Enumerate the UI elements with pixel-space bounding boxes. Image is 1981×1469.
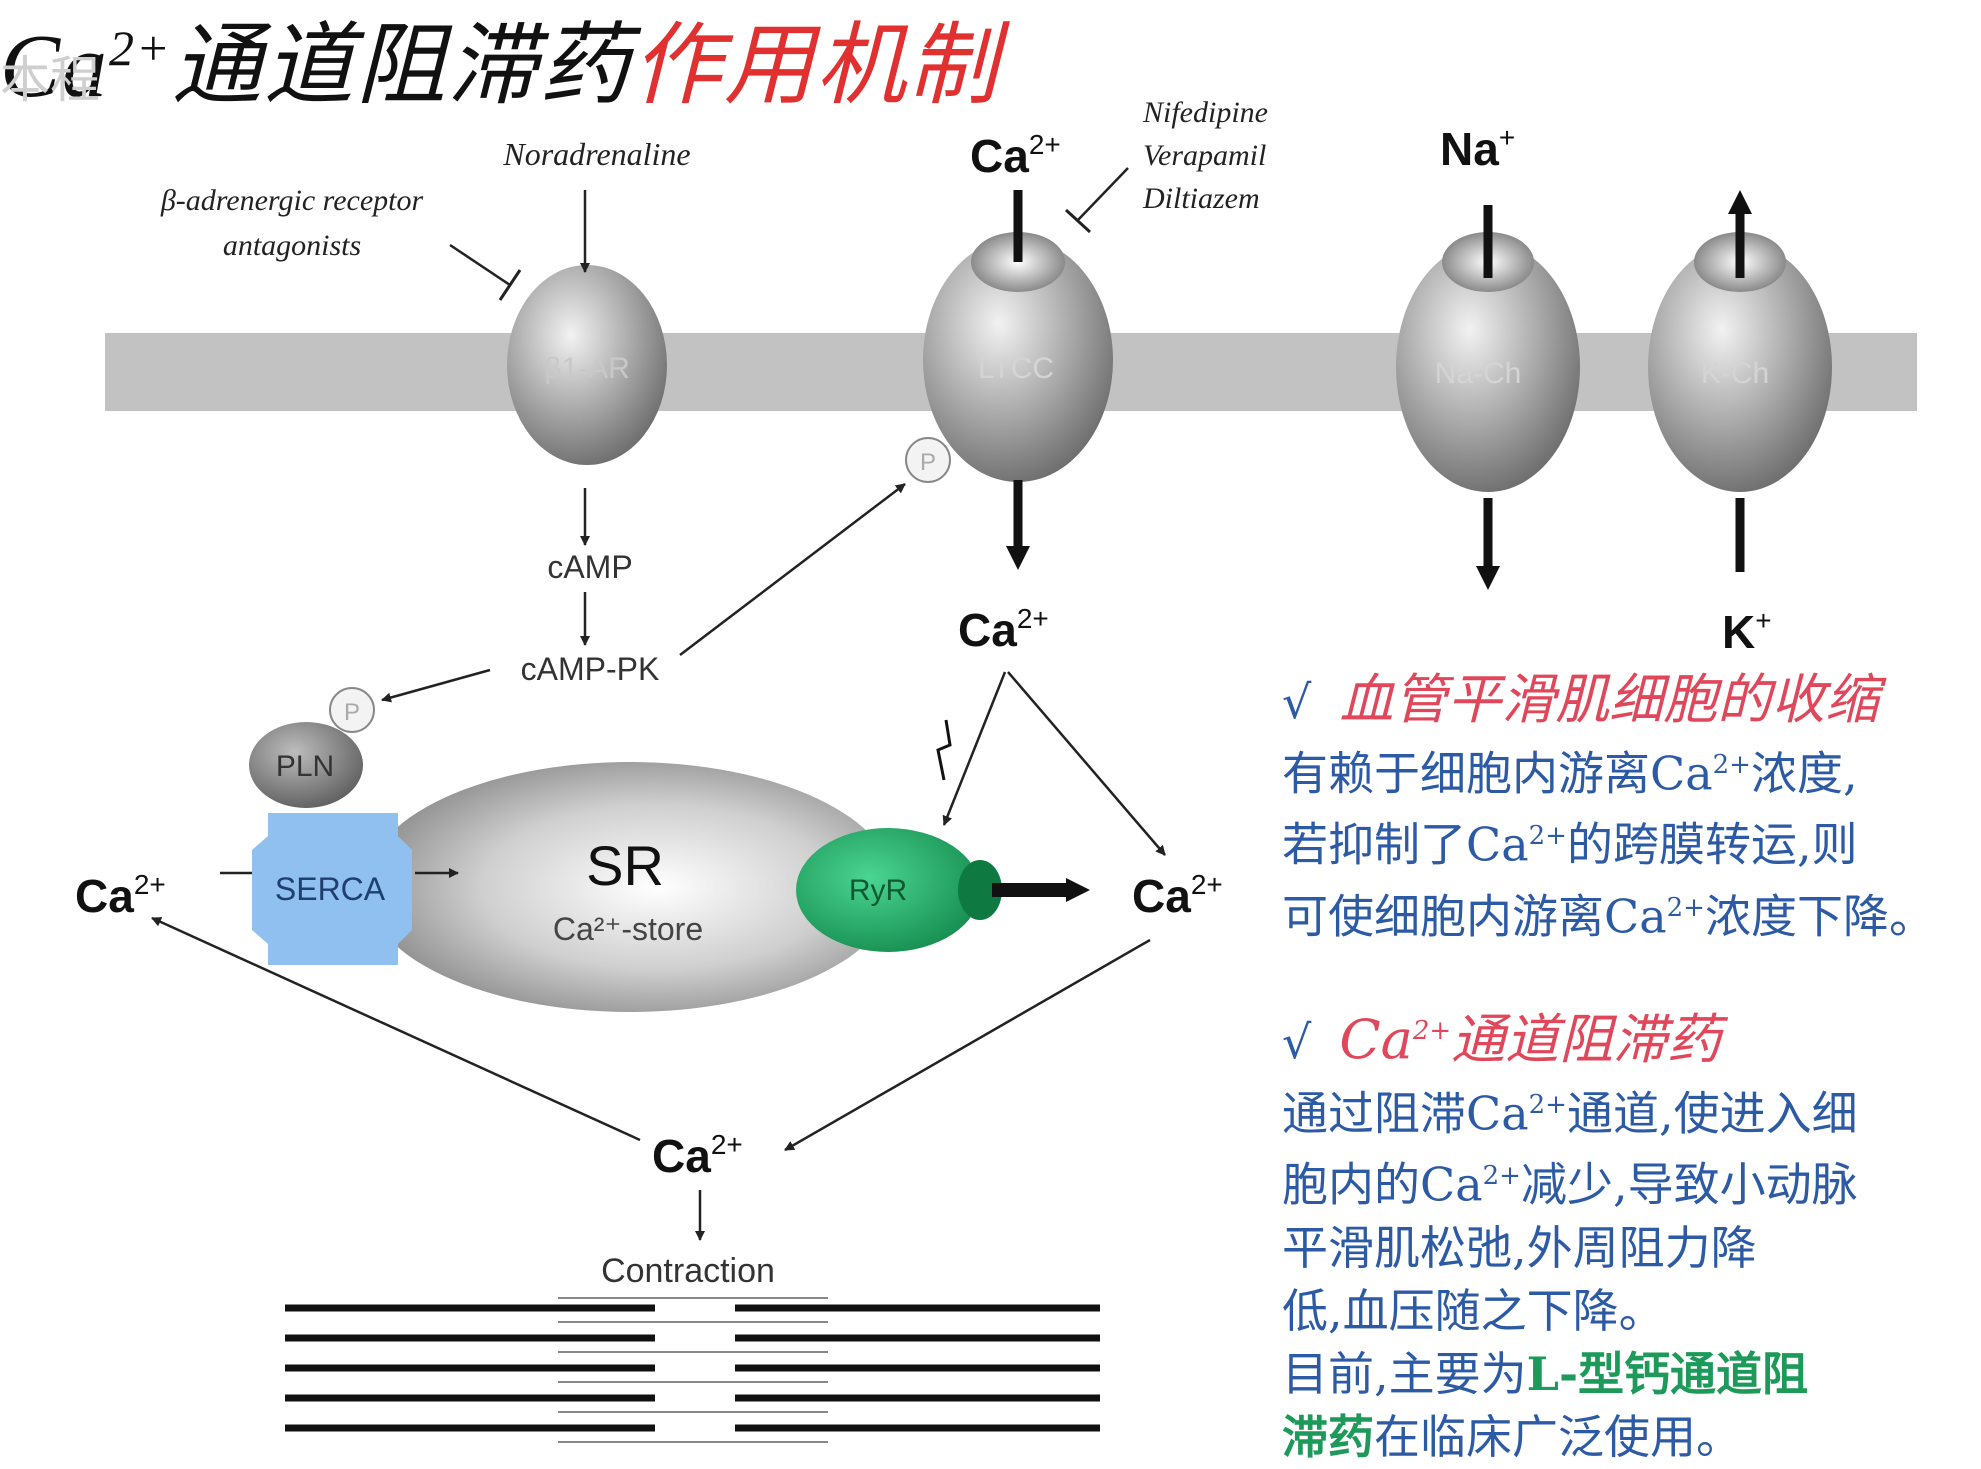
- lightning-bolt: [936, 719, 952, 781]
- para3-line2: 滞药在临床广泛使用。: [1282, 1409, 1742, 1464]
- explanation-block-2: √Ca2+通道阻滞药 通过阻滞Ca2+通道,使进入细 胞内的Ca2+减少,导致小…: [1282, 1000, 1972, 1469]
- beta-antagonists-label-line2: antagonists: [223, 229, 361, 262]
- ltcc-label: LTCC: [978, 352, 1054, 385]
- watermark-text: 本程: [0, 51, 100, 109]
- explanation-heading-1: √ 血管平滑肌细胞的收缩: [1282, 668, 1972, 734]
- watermark-logo: 本程: [0, 40, 140, 120]
- beta-antagonist-inhibit-line: [449, 243, 511, 287]
- pln-phosphate-label: P: [344, 699, 360, 726]
- check-mark: √: [1282, 675, 1312, 729]
- k-ion: K+: [1722, 605, 1772, 658]
- drug-inhibit-line: [1077, 167, 1129, 221]
- para2-line1: 通过阻滞Ca2+通道,使进入细: [1282, 1086, 1858, 1141]
- serca-pump: SERCA: [252, 813, 412, 965]
- pk-to-pln-arrow: [381, 668, 491, 703]
- contraction-label: Contraction: [601, 1252, 775, 1290]
- ryr-pore: [958, 860, 1002, 920]
- to-contractile-ca-arrow: [784, 938, 1151, 1152]
- title-ca-charge: 2+: [109, 20, 172, 76]
- beta-antagonist-inhibit-bar: [498, 269, 522, 301]
- ryr-label: RyR: [849, 874, 907, 907]
- cytosolic-ca-ion: Ca2+: [958, 603, 1049, 656]
- ltcc-ca-ion: Ca2+: [970, 129, 1061, 182]
- title-drug-class: 通道阻滞药: [171, 17, 632, 116]
- na-ion: Na+: [1440, 122, 1515, 175]
- beta-antagonists-label-line1: β-adrenergic receptor: [160, 184, 424, 217]
- ca-to-release-ca-arrow: [1007, 671, 1166, 856]
- pln-phosphate: P: [329, 687, 375, 733]
- para3-line1: 目前,主要为L-型钙通道阻: [1282, 1346, 1809, 1401]
- beta1-receptor: β1-AR: [507, 265, 667, 465]
- drug-nifedipine: Nifedipine: [1142, 96, 1268, 129]
- page-title: Ca2+通道阻滞药作用机制: [0, 0, 1000, 122]
- na-channel-label: Na-Ch: [1435, 357, 1522, 390]
- pln-label: PLN: [276, 750, 334, 783]
- check-mark-2: √: [1282, 1015, 1312, 1069]
- ryr-release-ca-ion: Ca2+: [1132, 869, 1223, 922]
- para2-line2: 胞内的Ca2+减少,导致小动脉: [1282, 1157, 1858, 1212]
- title-mechanism: 作用机制: [631, 17, 1000, 116]
- beta1-receptor-label: β1-AR: [544, 352, 630, 385]
- sr-store-label: Ca²⁺-store: [553, 911, 703, 947]
- explanation-heading-2: √Ca2+通道阻滞药: [1282, 1008, 1722, 1071]
- ltcc-phosphate-label: P: [920, 449, 936, 476]
- para2-line4: 低,血压随之下降。: [1282, 1283, 1665, 1338]
- ryanodine-receptor: RyR: [796, 828, 1002, 952]
- pk-to-ltcc-arrow: [679, 483, 906, 656]
- myofilaments: [285, 1297, 1100, 1443]
- title-ca: Ca: [0, 17, 110, 116]
- l-type-calcium-channel: LTCC: [923, 232, 1113, 482]
- noradrenaline-label: Noradrenaline: [502, 136, 690, 172]
- contractile-ca-ion: Ca2+: [652, 1129, 743, 1182]
- ca-to-ryr-arrow: [942, 671, 1007, 826]
- k-channel-label: K-Ch: [1701, 357, 1769, 390]
- para1-line3: 可使细胞内游离Ca2+浓度下降。: [1282, 888, 1935, 943]
- explanation-block-1: √ 血管平滑肌细胞的收缩 有赖于细胞内游离Ca2+浓度, 若抑制了Ca2+的跨膜转…: [1282, 668, 1972, 948]
- drug-verapamil: Verapamil: [1143, 139, 1266, 172]
- heading-smooth-muscle-contraction: 血管平滑肌细胞的收缩: [1339, 668, 1880, 731]
- sr-label: SR: [586, 834, 664, 897]
- para1-line2: 若抑制了Ca2+的跨膜转运,则: [1282, 817, 1858, 872]
- camp-label: cAMP: [547, 549, 632, 585]
- ltcc-phosphate: P: [905, 437, 951, 483]
- phospholamban: PLN: [249, 722, 363, 808]
- to-serca-ca-arrow: [151, 916, 641, 1142]
- para2-line3: 平滑肌松弛,外周阻力降: [1282, 1220, 1757, 1275]
- drug-diltiazem: Diltiazem: [1142, 182, 1260, 215]
- serca-label: SERCA: [275, 871, 386, 907]
- serca-side-ca-ion: Ca2+: [75, 869, 166, 922]
- sarcoplasmic-reticulum: SR Ca²⁺-store: [365, 762, 895, 1012]
- drug-inhibit-bar: [1064, 208, 1092, 234]
- para1-line1: 有赖于细胞内游离Ca2+浓度,: [1282, 746, 1858, 801]
- camp-pk-label: cAMP-PK: [521, 651, 660, 687]
